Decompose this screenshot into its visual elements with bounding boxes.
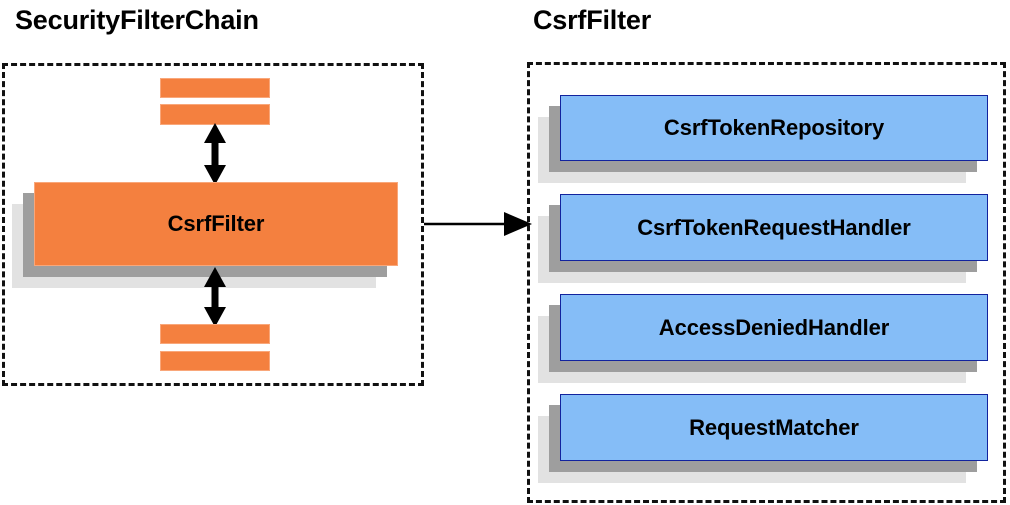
component-label: AccessDeniedHandler — [658, 314, 890, 340]
panel-security-filter-chain — [2, 63, 424, 386]
component-csrf-token-request-handler[interactable]: CsrfTokenRequestHandler — [538, 194, 988, 283]
card-face: RequestMatcher — [560, 394, 988, 461]
double-arrow-top — [204, 123, 226, 185]
cross-panel-arrow — [424, 212, 532, 236]
panel-csrf-filter — [527, 62, 1006, 503]
card-face: CsrfTokenRequestHandler — [560, 194, 988, 261]
component-csrf-token-repository[interactable]: CsrfTokenRepository — [538, 95, 988, 183]
card-face: CsrfFilter — [34, 182, 398, 266]
double-arrow-bottom — [204, 267, 226, 327]
component-label: CsrfTokenRequestHandler — [637, 214, 911, 240]
component-csrf-filter-highlight[interactable]: CsrfFilter — [12, 182, 398, 288]
card-face: CsrfTokenRepository — [560, 95, 988, 161]
filter-stub-bottom-1 — [160, 324, 270, 344]
component-label: CsrfTokenRepository — [663, 115, 885, 140]
panel-title-csrf-filter: CsrfFilter — [533, 5, 652, 35]
filter-stub-bottom-2 — [160, 351, 270, 371]
filter-stub-top-1 — [160, 78, 270, 98]
panel-title-security-filter-chain: SecurityFilterChain — [15, 5, 259, 35]
component-access-denied-handler[interactable]: AccessDeniedHandler — [538, 294, 988, 383]
component-request-matcher[interactable]: RequestMatcher — [538, 394, 988, 483]
component-label: CsrfFilter — [167, 211, 265, 236]
component-label: RequestMatcher — [689, 414, 859, 440]
card-face: AccessDeniedHandler — [560, 294, 988, 361]
filter-stub-top-2 — [160, 104, 270, 125]
